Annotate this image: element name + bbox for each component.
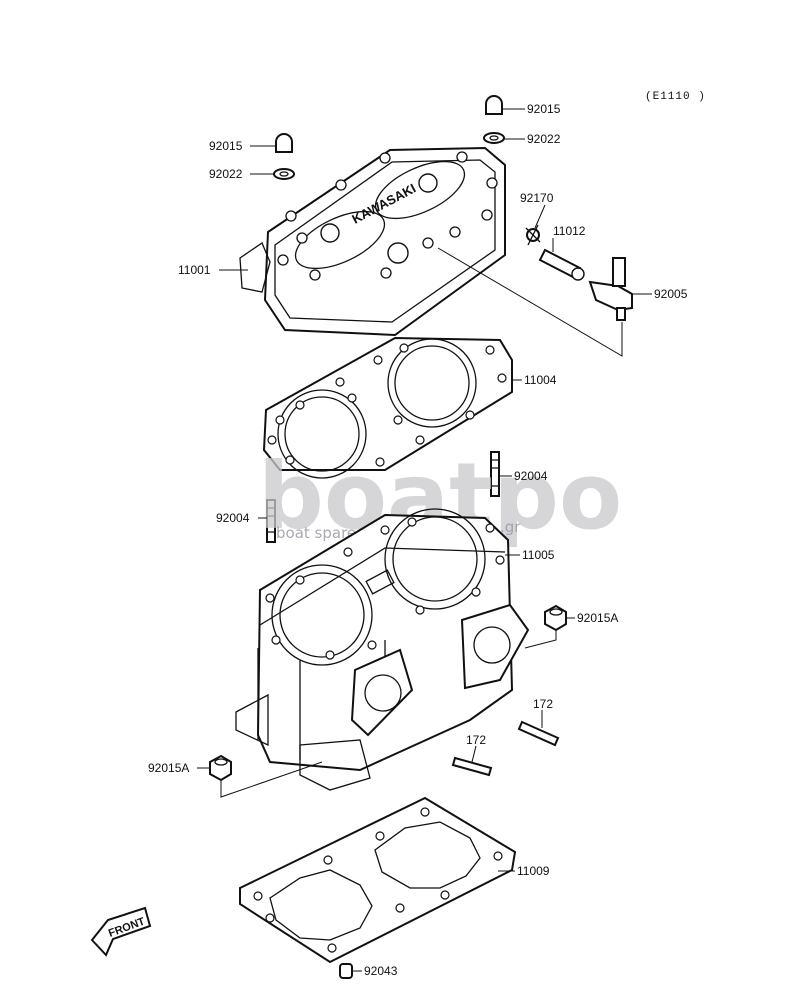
stud-right[interactable] (490, 451, 500, 497)
callout-92015A-left: 92015A (148, 761, 189, 775)
callout-92170: 92170 (520, 191, 554, 205)
cap[interactable] (339, 963, 353, 979)
callout-172-right: 172 (533, 697, 553, 711)
watermark-suffix: .gr (500, 518, 521, 536)
callout-92005: 92005 (654, 287, 688, 301)
base-gasket[interactable] (239, 796, 517, 964)
front-badge: FRONT (90, 906, 152, 957)
diagram-code: (E1110 ) (645, 91, 706, 103)
callout-11009: 11009 (517, 864, 550, 878)
callout-92043: 92043 (364, 964, 398, 978)
washer-left[interactable] (273, 168, 295, 180)
callout-92004-left: 92004 (216, 511, 250, 525)
cylinder-head[interactable]: KAWASAKI (239, 146, 506, 337)
head-gasket[interactable] (262, 336, 513, 479)
callout-92022-top-left: 92022 (209, 167, 243, 181)
callout-11005: 11005 (522, 548, 555, 562)
callout-92004-right: 92004 (514, 469, 548, 483)
callout-92015-top-left: 92015 (209, 139, 243, 153)
callout-92015A-right: 92015A (577, 611, 618, 625)
stud-left[interactable] (266, 499, 276, 543)
flange-nut-right[interactable] (544, 604, 567, 632)
callout-11004: 11004 (524, 373, 557, 387)
leader-lines (197, 108, 652, 972)
clamp[interactable] (525, 224, 541, 246)
flange-nut-left[interactable] (209, 754, 232, 782)
callout-172-left: 172 (466, 733, 486, 747)
cap-nut-left[interactable] (275, 133, 293, 153)
hose[interactable] (538, 248, 585, 281)
callout-labels: 92015 92022 92015 92022 11001 92170 1101… (148, 102, 688, 978)
fitting[interactable] (588, 257, 633, 321)
exhaust-port-right (460, 603, 530, 690)
callout-11001: 11001 (178, 263, 211, 277)
callout-92015-top-right: 92015 (527, 102, 561, 116)
cylinder-block[interactable] (235, 508, 530, 791)
stud-172-right[interactable] (517, 720, 560, 747)
exhaust-port-left (350, 648, 414, 737)
stud-172-left[interactable] (451, 756, 493, 777)
callout-11012: 11012 (553, 224, 586, 238)
callout-92022-top-right: 92022 (527, 132, 561, 146)
washer-right[interactable] (483, 132, 505, 144)
cap-nut-right[interactable] (485, 95, 503, 115)
